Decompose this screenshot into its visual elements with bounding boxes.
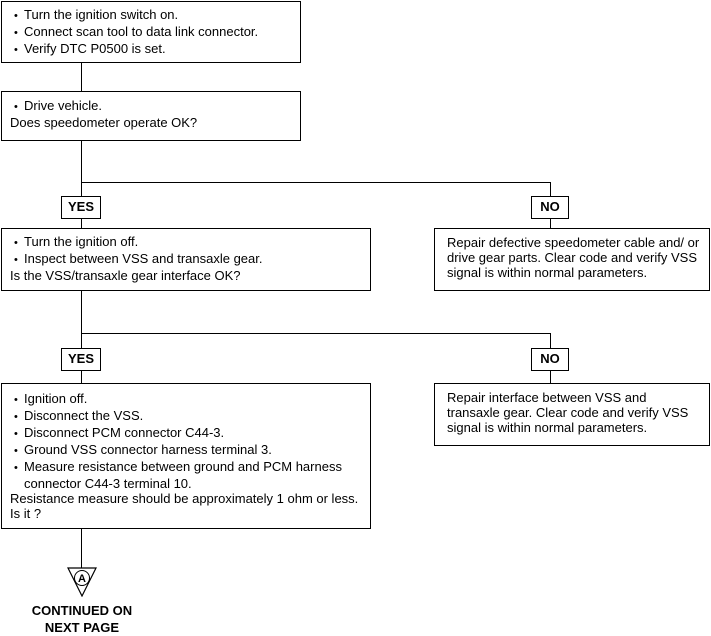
connector-line bbox=[81, 290, 82, 384]
step-question: Is the VSS/transaxle gear interface OK? bbox=[10, 268, 241, 283]
repair-box-vss-interface: Repair interface between VSS and transax… bbox=[434, 383, 710, 446]
continued-line: CONTINUED ON bbox=[31, 603, 133, 618]
step-bullet: Ignition off. bbox=[10, 391, 364, 408]
repair-text: Repair interface between VSS and transax… bbox=[447, 390, 689, 435]
repair-text: Repair defective speedometer cable and/ … bbox=[447, 235, 700, 280]
no-label: NO bbox=[531, 348, 569, 371]
step-box-measure-resistance: Ignition off. Disconnect the VSS. Discon… bbox=[1, 383, 371, 529]
step-bullet: Disconnect the VSS. bbox=[10, 408, 364, 425]
step-bullet: Ground VSS connector harness terminal 3. bbox=[10, 442, 364, 459]
repair-box-speedometer: Repair defective speedometer cable and/ … bbox=[434, 228, 710, 291]
step-box-initial: Turn the ignition switch on. Connect sca… bbox=[1, 1, 301, 63]
step-bullet: Turn the ignition switch on. bbox=[10, 7, 300, 24]
step-question: Does speedometer operate OK? bbox=[10, 115, 198, 130]
step-bullet: Verify DTC P0500 is set. bbox=[10, 41, 300, 58]
connector-line bbox=[81, 182, 551, 183]
step-bullet: Inspect between VSS and transaxle gear. bbox=[10, 251, 370, 268]
connector-label: A bbox=[78, 573, 86, 585]
step-bullet: Connect scan tool to data link connector… bbox=[10, 24, 300, 41]
continued-on-next-page: CONTINUED ON NEXT PAGE bbox=[18, 602, 146, 636]
continued-line: NEXT PAGE bbox=[44, 620, 120, 635]
step-bullet: Measure resistance between ground and PC… bbox=[10, 459, 364, 491]
connector-triangle-icon: A bbox=[67, 567, 97, 597]
step-bullet: Drive vehicle. bbox=[10, 98, 300, 115]
step-question: Resistance measure should be approximate… bbox=[10, 491, 359, 521]
yes-label: YES bbox=[61, 348, 101, 371]
connector-line bbox=[81, 333, 551, 334]
yes-label: YES bbox=[61, 196, 101, 219]
step-box-drive-vehicle: Drive vehicle. Does speedometer operate … bbox=[1, 91, 301, 141]
connector-line bbox=[81, 528, 82, 568]
no-label: NO bbox=[531, 196, 569, 219]
connector-line bbox=[81, 140, 82, 229]
connector-line bbox=[81, 62, 82, 91]
step-bullet: Disconnect PCM connector C44-3. bbox=[10, 425, 364, 442]
step-box-inspect-vss: Turn the ignition off. Inspect between V… bbox=[1, 228, 371, 291]
step-bullet: Turn the ignition off. bbox=[10, 234, 370, 251]
